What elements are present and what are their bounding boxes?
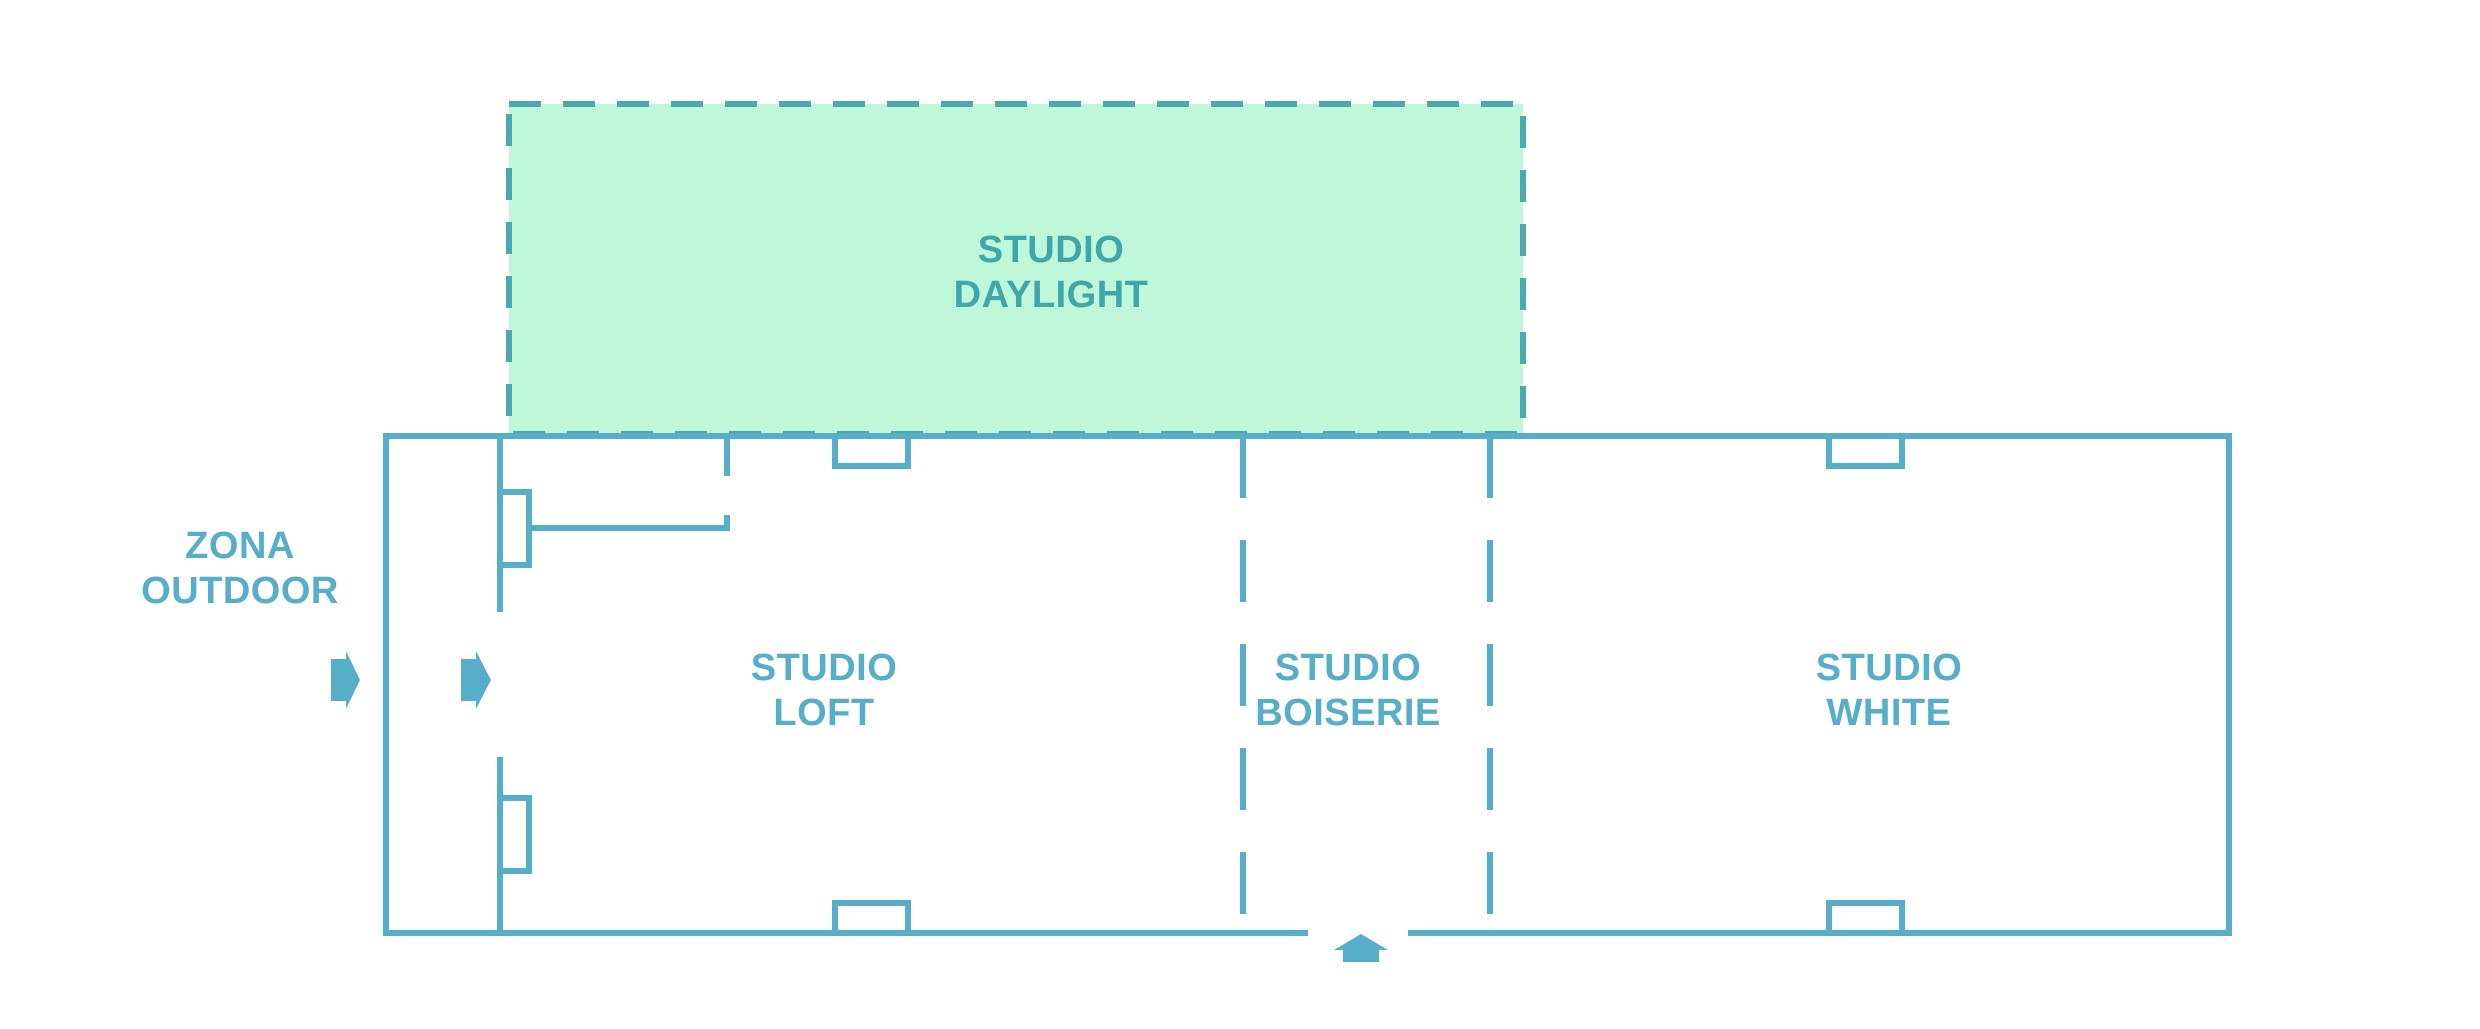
boiserie-label-line1: STUDIO — [1275, 647, 1422, 689]
boiserie-label-line2: BOISERIE — [1255, 692, 1441, 734]
niche-bottom-white — [1826, 900, 1905, 933]
daylight-label-line2: DAYLIGHT — [954, 274, 1149, 316]
arrow-right-icon — [331, 651, 360, 709]
arrow-up-icon — [1334, 934, 1388, 962]
white-label-line2: WHITE — [1827, 692, 1952, 734]
studio-daylight-area — [506, 101, 1526, 437]
outdoor-label-line1: ZONA — [185, 525, 295, 567]
niche-left-bottom — [500, 795, 532, 874]
daylight-label-line1: STUDIO — [978, 229, 1125, 271]
niche-top-white — [1826, 436, 1905, 469]
building-walls — [383, 433, 2232, 936]
loft-label-line1: STUDIO — [751, 647, 898, 689]
outdoor-label-line2: OUTDOOR — [141, 570, 339, 612]
arrow-right-icon — [461, 651, 491, 709]
white-label-line1: STUDIO — [1816, 647, 1963, 689]
loft-label-line2: LOFT — [773, 692, 874, 734]
niche-left-top — [500, 489, 532, 568]
niche-bottom-loft — [832, 900, 911, 933]
niche-top-loft — [832, 436, 911, 469]
studio-daylight-fill — [509, 104, 1523, 434]
entrances — [331, 651, 1388, 962]
